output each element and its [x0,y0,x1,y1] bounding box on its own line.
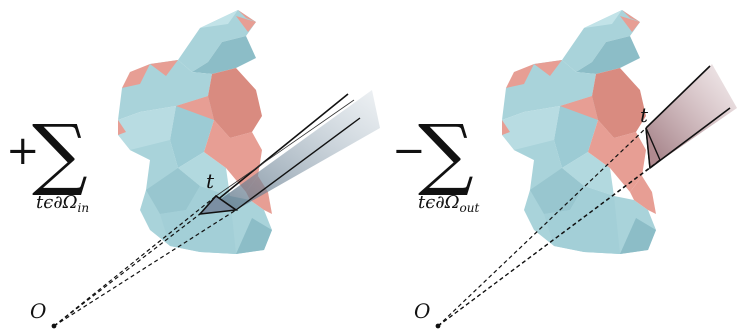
left-sigma: ∑ [32,109,88,199]
left-rays [53,195,237,327]
right-origin-point [435,323,441,329]
right-subscript: tϵ∂Ωout [418,192,480,215]
left-origin-label: O [30,299,46,323]
right-bunny-mesh [502,10,656,254]
right-cone [646,64,737,168]
left-cone [200,90,380,214]
right-triangle [645,127,661,170]
left-triangle-label: t [206,169,215,193]
right-sigma: ∑ [418,109,474,199]
left-triangle [198,194,239,216]
left-subscript: tϵ∂Ωin [36,192,89,215]
right-sign: − [392,128,426,174]
right-origin-label: O [414,299,430,323]
right-rays [437,127,661,327]
left-origin-point [51,323,57,329]
left-sign: + [6,128,40,174]
right-triangle-label: t [640,103,649,127]
right-panel: − ∑ tϵ∂Ωout t O [392,10,737,329]
left-panel: + ∑ tϵ∂Ωin t O [6,10,380,329]
